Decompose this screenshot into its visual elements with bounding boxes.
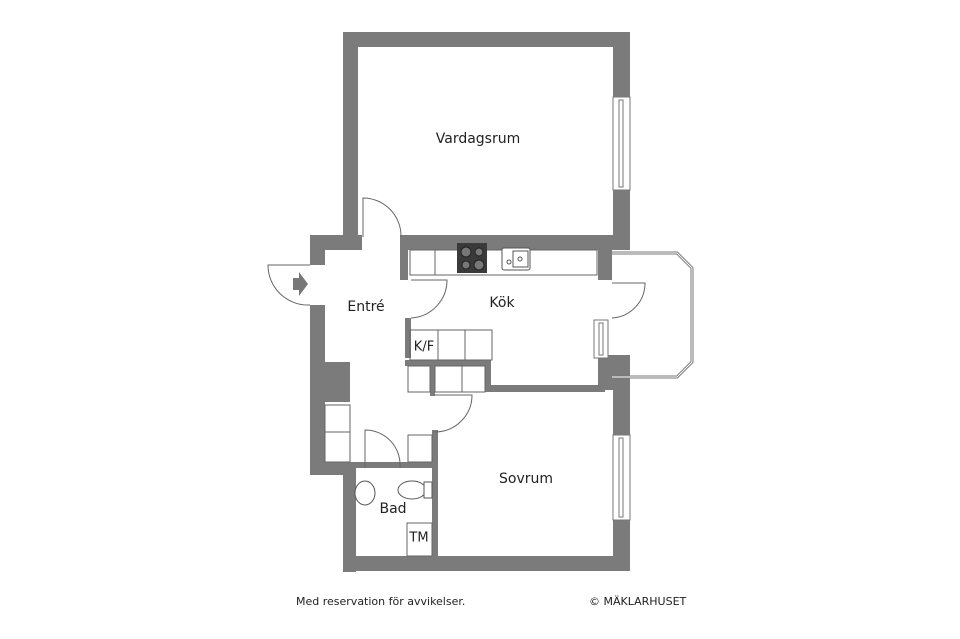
copyright-text: © MÄKLARHUSET	[589, 595, 687, 608]
entrance-arrow-icon	[293, 272, 308, 296]
bath-fixtures	[354, 480, 433, 506]
room-label-kf: K/F	[413, 339, 435, 355]
room-label-vardagsrum: Vardagsrum	[435, 131, 521, 147]
room-label-tm: TM	[409, 530, 429, 546]
room-label-bad: Bad	[379, 501, 407, 517]
room-label-entre: Entré	[347, 299, 385, 315]
walls	[310, 32, 630, 572]
disclaimer-text: Med reservation för avvikelser.	[296, 595, 466, 608]
room-label-sovrum: Sovrum	[498, 471, 554, 487]
room-label-kok: Kök	[489, 295, 515, 311]
sink-icon	[501, 247, 531, 271]
windows	[593, 96, 631, 521]
